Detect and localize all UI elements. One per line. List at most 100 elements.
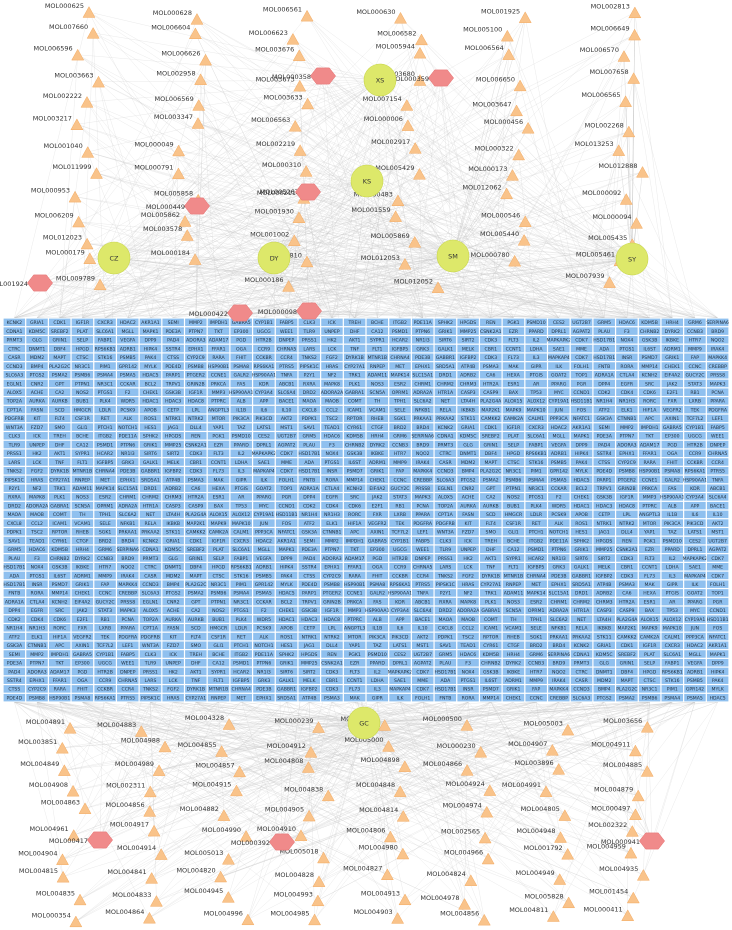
target-node: BAX (207, 501, 230, 510)
target-label: UGCG (393, 547, 407, 553)
target-node: APP (388, 614, 412, 624)
ingredient-label: MOL004824 (427, 870, 466, 878)
target-label: PSMB6 (211, 591, 227, 597)
target-label: GLG (599, 661, 609, 667)
target-label: CDK3 (326, 669, 339, 675)
target-label: CCKBR (392, 573, 409, 579)
target-node: PTPN6 (547, 544, 571, 554)
target-label: MST1 (280, 425, 293, 431)
target-label: IGFBP2 (460, 355, 476, 361)
target-node: GRK3 (116, 457, 140, 467)
target-node: ATF2 (592, 405, 616, 414)
target-label: GSK3B (302, 608, 318, 614)
target-label: DYRK2 (75, 556, 90, 562)
target-node: HMGCR (502, 509, 525, 519)
target-label: RPS6KA1 (390, 582, 411, 588)
target-node: MMP14 (48, 588, 72, 598)
target-node: APP (683, 501, 707, 510)
target-label: CHEK1 (506, 695, 522, 701)
target-label: YAP1 (348, 643, 360, 649)
target-label: ALOX12 (663, 617, 681, 623)
target-node: RNPEP (207, 693, 230, 703)
target-label: KIT (170, 634, 177, 640)
target-node: CDK6 (48, 614, 72, 624)
target-label: PSMB8 (29, 695, 45, 701)
target-label: ICAM1 (347, 407, 362, 413)
target-node: PLA2G2C (184, 579, 208, 589)
target-node: CCNC (524, 693, 548, 703)
target-label: RORC (348, 512, 361, 518)
ingredient-triangle-icon (518, 11, 532, 23)
target-node: IL6 (252, 405, 276, 414)
target-label: PSMA3 (188, 477, 204, 483)
hexagon-ingredient-label: MOL000449 (146, 203, 185, 211)
target-node: SPHK2 (275, 649, 298, 659)
target-node: DRD2 (2, 501, 26, 510)
ingredient-node: MOL006569 (155, 95, 206, 111)
target-label: FAP (532, 687, 540, 693)
ingredient-node: MOL004833 (112, 891, 163, 907)
target-label: GUCY2C (96, 599, 115, 605)
ingredient-label: MOL004935 (599, 865, 638, 873)
target-label: VCAM1 (505, 626, 521, 632)
target-label: IRAK4 (552, 678, 566, 684)
ingredient-node: MOL000630 (356, 8, 407, 24)
target-label: FABP1 (529, 442, 543, 448)
target-node: DYRK2 (660, 326, 684, 336)
target-label: MMP3 (212, 390, 226, 396)
target-node: NR1H3 (25, 623, 49, 633)
herb-node: GC (347, 706, 381, 740)
target-node: PSMA5 (252, 588, 276, 598)
target-node: CDK1 (615, 640, 639, 650)
target-node: MAPKK4 (411, 466, 435, 476)
target-label: AR (533, 381, 540, 387)
target-label: PSMD1 (392, 329, 408, 335)
target-node: HCAR2 (524, 553, 548, 563)
target-label: SREBF2 (482, 434, 500, 440)
target-node: HTR1A (570, 605, 593, 615)
target-node: AKR1A1 (706, 640, 729, 650)
target-node: GLG (25, 335, 49, 345)
target-node: PSMA3 (479, 361, 503, 371)
target-label: CXCR3 (528, 425, 543, 431)
target-node: PDGFRB (2, 413, 26, 423)
target-label: LPL (328, 626, 336, 632)
target-node: PLK1 (343, 379, 366, 388)
target-node: HTR2A (184, 492, 208, 502)
target-node: GSK3B (297, 605, 321, 615)
target-label: PTRS5 (120, 695, 135, 701)
target-label: IRAK4 (416, 460, 430, 466)
target-node: ELK1 (615, 405, 639, 414)
target-node: VEGFR2 (71, 632, 94, 641)
target-node: PTPN1 (207, 597, 230, 607)
target-node: HRAS (320, 361, 344, 371)
target-label: ADA (599, 346, 610, 352)
target-node: CASP3 (592, 605, 616, 615)
target-label: PLAU (8, 556, 20, 562)
target-node: RHEB (502, 632, 525, 641)
ingredient-node: MOL000780 (470, 251, 522, 267)
target-label: DRD1 (439, 373, 452, 379)
target-label: COMT (53, 512, 67, 518)
target-label: CAMKK2 (481, 416, 500, 422)
target-label: ADRB1 (687, 669, 703, 675)
target-node: E2F1 (660, 387, 684, 397)
target-label: RARA (349, 573, 362, 579)
target-label: CDK2 (598, 390, 611, 396)
target-node: HDAC6 (456, 649, 480, 659)
target-node: PLAU (2, 553, 26, 563)
target-label: HSD17B1 (3, 565, 25, 571)
target-label: F2 (556, 495, 562, 501)
target-node: HES1 (570, 527, 593, 537)
target-node: CHRM1 (116, 492, 140, 502)
target-label: CALM1 (664, 634, 680, 640)
target-label: TOP2A (437, 503, 454, 509)
target-label: AKR1A1 (572, 425, 590, 431)
ingredient-triangle-icon (73, 893, 87, 906)
target-label: PDGFRB (436, 521, 455, 527)
target-label: FABP1 (665, 661, 679, 667)
target-node: CAMKK2 (184, 527, 208, 537)
target-label: GABBR1 (277, 687, 296, 693)
target-node: DNPEP (116, 667, 140, 676)
target-label: TNF (485, 565, 495, 571)
